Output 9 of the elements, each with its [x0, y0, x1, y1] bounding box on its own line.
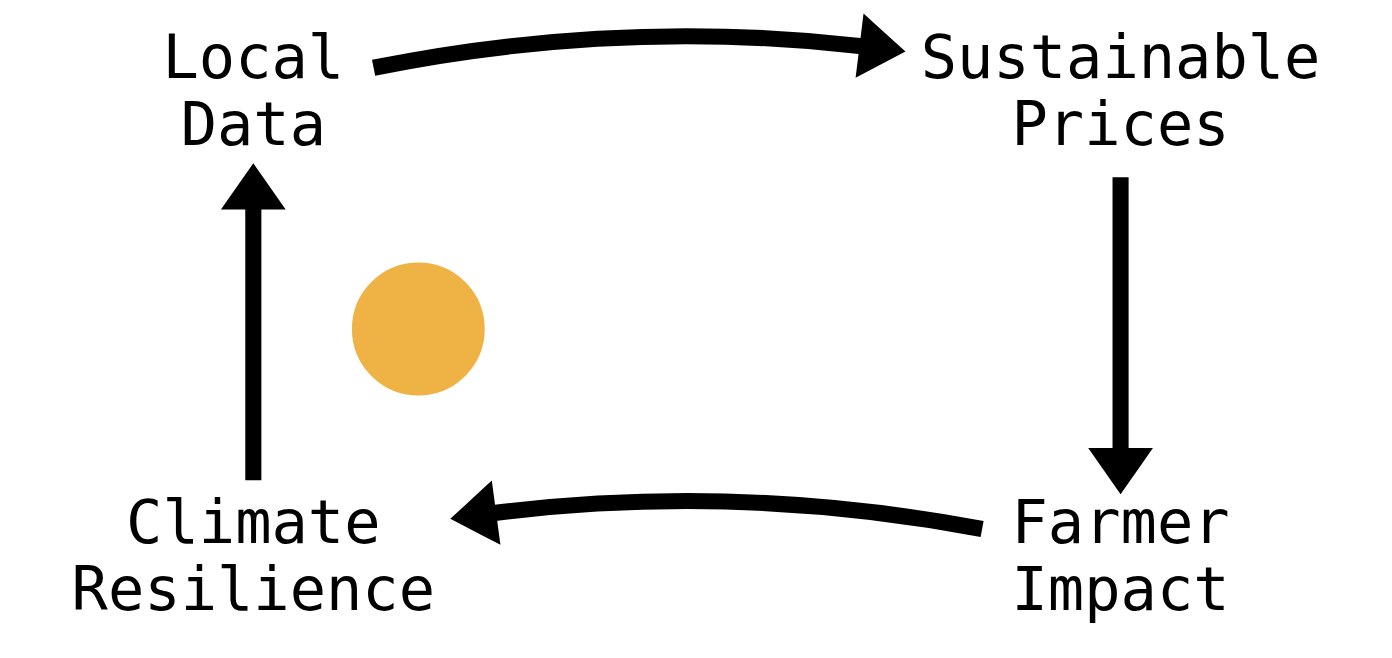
node-text: Climate Resilience — [71, 487, 436, 624]
arrow — [1088, 177, 1153, 495]
node-circle — [351, 262, 485, 396]
node-text: Local Data — [162, 22, 345, 159]
arrow — [220, 163, 286, 481]
arrow — [372, 13, 906, 78]
node-text: Farmer Impact — [1011, 487, 1230, 624]
arrow — [450, 480, 984, 545]
node-text: Sustainable Prices — [920, 22, 1321, 159]
